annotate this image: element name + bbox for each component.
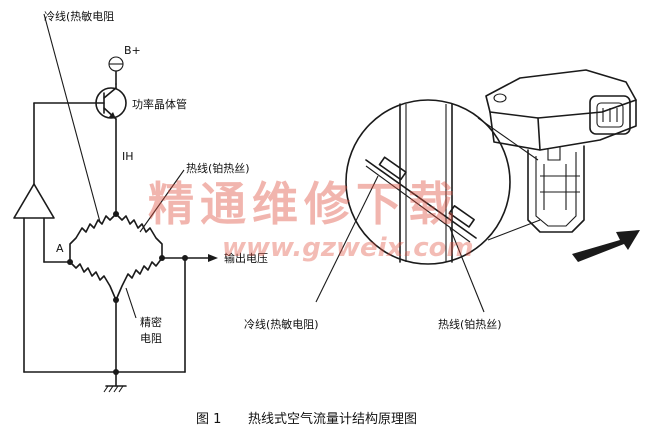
label-hot-wire-bottom: 热线(铂热丝) <box>438 317 502 331</box>
label-ih: IH <box>122 150 134 163</box>
label-precision-resistor-line1: 精密 <box>140 315 162 329</box>
label-output-voltage: 输出电压 <box>224 251 268 265</box>
wheatstone-bridge <box>67 213 188 303</box>
label-hot-wire: 热线(铂热丝) <box>186 161 250 175</box>
label-cold-wire-top: 冷线(热敏电阻 <box>44 9 114 23</box>
circuit-schematic <box>13 13 218 393</box>
label-power-transistor: 功率晶体管 <box>132 97 187 111</box>
sensor-housing-drawing <box>485 69 637 233</box>
power-transistor-symbol <box>33 83 127 120</box>
label-b-plus: B+ <box>124 44 141 57</box>
label-precision-resistor-line2: 电阻 <box>140 332 162 345</box>
ground-symbol <box>103 371 127 393</box>
airflow-arrow-icon <box>572 230 640 262</box>
op-amp-symbol <box>13 102 71 373</box>
caption-title: 热线式空气流量计结构原理图 <box>248 411 417 427</box>
label-cold-wire-bottom: 冷线(热敏电阻) <box>244 317 319 331</box>
magnified-probe-view <box>315 99 541 313</box>
watermark-chinese: 精通维修下载 <box>148 177 460 231</box>
caption-number: 图 1 <box>196 412 221 427</box>
watermark-url: www.gzweix.com <box>222 233 474 263</box>
label-node-a: A <box>56 242 64 255</box>
